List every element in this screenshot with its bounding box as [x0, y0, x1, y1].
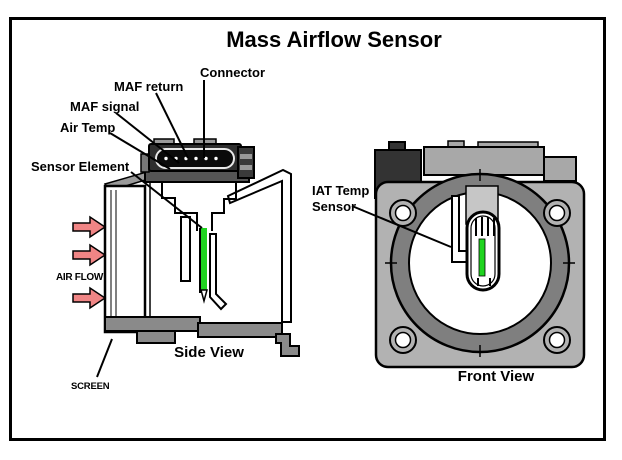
leader-line-maf-return — [155, 92, 189, 159]
connector-right-block — [237, 146, 255, 179]
diagram-title: Mass Airflow Sensor — [226, 27, 442, 52]
leader-line-maf-signal — [115, 112, 180, 164]
duct-bottom-wall-left — [104, 316, 201, 332]
label-maf-return: MAF return — [114, 79, 183, 94]
leader-line-screen — [96, 338, 113, 378]
connector-right-block-stripe — [240, 154, 252, 159]
airflow-arrow — [72, 243, 107, 267]
bolt-holes — [389, 199, 571, 354]
side-view-leader-lines — [96, 80, 205, 378]
outlet-flare-wall — [226, 168, 292, 323]
duct-bottom-wall-right — [197, 322, 283, 338]
capsule-ribs — [475, 217, 495, 286]
label-screen: SCREEN — [71, 381, 110, 392]
leader-line-air-temp — [109, 132, 171, 170]
sensor-housing-right-edge — [211, 182, 237, 231]
duct-foot — [275, 333, 300, 357]
airflow-arrow — [72, 215, 107, 239]
iat-sensor-capsule-inner — [470, 215, 496, 287]
bolt-hole-center — [548, 204, 566, 222]
centerline-ticks — [385, 169, 575, 357]
sensor-probe-column — [180, 216, 191, 282]
iat-sensor-element-green — [478, 238, 486, 277]
leader-line-sensor-element — [130, 171, 203, 229]
front-housing — [423, 146, 545, 176]
bolt-hole-center — [548, 331, 566, 349]
label-air-temp: Air Temp — [60, 120, 115, 135]
airflow-arrows — [72, 215, 107, 310]
label-iat-sensor: Sensor — [312, 199, 356, 214]
caption-front-view: Front View — [458, 368, 535, 385]
sensor-element-green — [201, 228, 207, 290]
airflow-arrow — [72, 286, 107, 310]
screen-wall — [103, 184, 147, 334]
front-housing-right-step — [543, 156, 577, 182]
bolt-hole-center — [394, 331, 412, 349]
label-sensor-element: Sensor Element — [31, 159, 130, 174]
bolt-hole-center — [394, 204, 412, 222]
front-view-group: IAT Temp Sensor Front View — [312, 140, 586, 385]
side-view-group: Connector MAF return MAF signal Air Temp… — [31, 65, 300, 392]
label-connector: Connector — [200, 65, 265, 80]
sensor-hook-bracket — [209, 233, 228, 311]
caption-side-view: Side View — [174, 344, 244, 361]
duct-bottom-block — [136, 330, 176, 344]
label-maf-signal: MAF signal — [70, 99, 139, 114]
sensor-element-tip — [200, 289, 208, 304]
connector-right-block-stripe — [240, 165, 252, 170]
label-iat-temp: IAT Temp — [312, 183, 369, 198]
label-air-flow: AIR FLOW — [56, 272, 104, 283]
leader-line-iat-sensor — [351, 205, 452, 248]
